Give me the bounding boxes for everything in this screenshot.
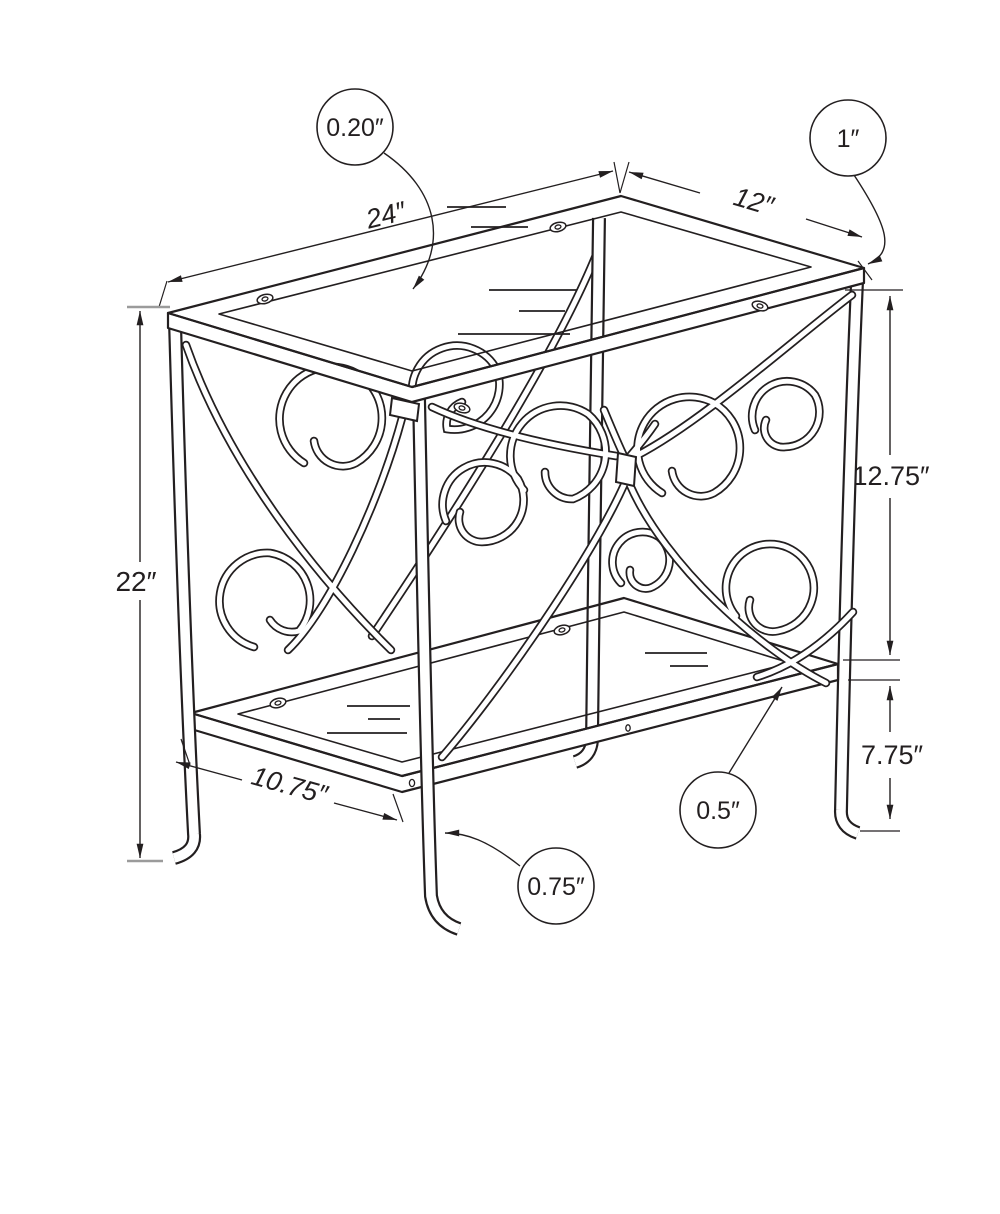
top-glass-clamp xyxy=(549,221,567,233)
shelf-endcap-hole xyxy=(408,778,416,788)
callout-circle xyxy=(316,88,394,166)
shelf-rail-hole xyxy=(625,724,631,732)
top-glass-clamp xyxy=(453,402,471,414)
scroll-center-collar xyxy=(614,451,638,488)
left-front-leg xyxy=(174,322,194,858)
top-frame-band xyxy=(166,266,866,404)
leader-line xyxy=(728,686,783,774)
lower-shelf-inner-frame xyxy=(237,611,791,763)
top-shelf xyxy=(166,194,866,414)
callout-circle xyxy=(517,847,595,925)
leader-line xyxy=(853,174,886,265)
top-glass-clamp xyxy=(256,293,274,305)
lower-glass-reflection-hatches xyxy=(327,652,708,734)
right-rear-leg xyxy=(841,282,858,833)
leader-line xyxy=(383,152,435,290)
callout-shelf-frame: 0.5″ xyxy=(679,686,783,849)
callout-top-frame-label: 1″ xyxy=(837,125,860,153)
dimension-overall-height: 22″ xyxy=(115,305,170,863)
top-glass-clamp xyxy=(751,300,769,312)
dimension-top-length: 24″ xyxy=(158,161,630,308)
callout-top-frame: 1″ xyxy=(809,99,887,265)
callout-leg-thickness-label: 0.75″ xyxy=(527,873,585,901)
callout-glass-thickness: 0.20″ xyxy=(316,88,435,290)
lower-shelf-glass-clamp xyxy=(553,624,571,636)
callout-leg-thickness: 0.75″ xyxy=(444,829,595,925)
callout-glass-thickness-label: 0.20″ xyxy=(326,114,384,142)
table-drawing xyxy=(166,194,866,929)
dimension-top-depth: 12″ xyxy=(628,171,873,281)
scrollwork-front xyxy=(186,295,853,757)
top-inner-frame xyxy=(218,211,812,372)
dimension-upper-height: 12.75″ xyxy=(843,289,930,661)
dimension-upper-height-label: 12.75″ xyxy=(852,461,930,491)
leader-line xyxy=(444,829,521,867)
callout-circle xyxy=(809,99,887,177)
dimension-overall-height-label: 22″ xyxy=(115,566,156,597)
dimension-lower-height-label: 7.75″ xyxy=(861,740,924,770)
lower-shelf-outline xyxy=(189,596,840,778)
dimension-top-depth-label: 12″ xyxy=(730,181,778,221)
callout-circle xyxy=(679,771,757,849)
dimension-top-length-label: 24″ xyxy=(362,196,410,235)
callout-shelf-frame-label: 0.5″ xyxy=(696,797,740,825)
lower-shelf-glass-clamp xyxy=(269,697,287,709)
dimension-lower-height: 7.75″ xyxy=(848,679,924,832)
